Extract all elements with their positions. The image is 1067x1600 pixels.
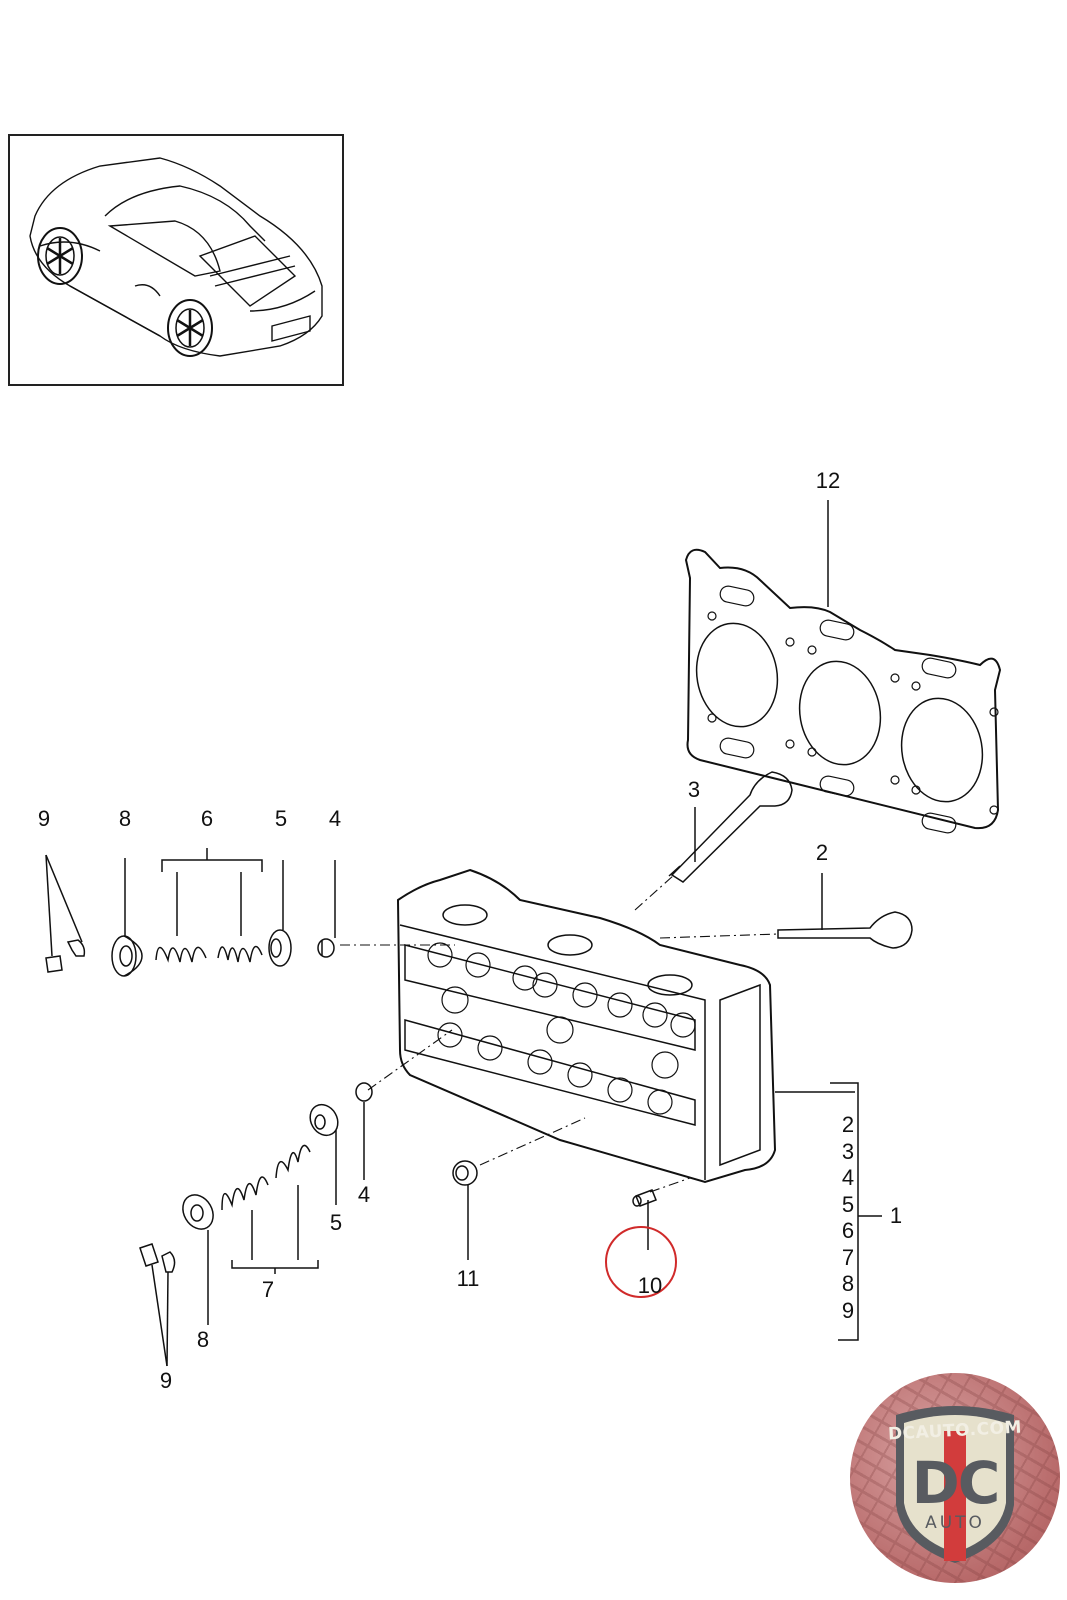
callout-8-lower[interactable]: 8 xyxy=(196,1327,210,1352)
valve-stem-seal-lower[interactable] xyxy=(355,1082,373,1102)
callout-5-upper[interactable]: 5 xyxy=(274,806,288,831)
kit-item: 2 xyxy=(841,1112,855,1137)
intake-valve[interactable] xyxy=(777,911,913,949)
callout-9-upper[interactable]: 9 xyxy=(37,806,51,831)
callout-8-upper[interactable]: 8 xyxy=(118,806,132,831)
dcauto-logo: DCAUTO.COM DC AUTO xyxy=(850,1373,1060,1583)
spring-retainer-upper[interactable] xyxy=(111,935,143,977)
valve-spring-seat-lower[interactable] xyxy=(305,1100,344,1141)
logo-main-text: DC xyxy=(911,1449,1001,1517)
leader-9-lower-b xyxy=(166,1271,169,1367)
callout-11[interactable]: 11 xyxy=(456,1266,480,1291)
front-wheel xyxy=(37,227,83,285)
logo-bottom-text: AUTO xyxy=(925,1513,985,1533)
leader-9-upper-a xyxy=(45,854,53,957)
kit-item: 7 xyxy=(841,1244,855,1270)
callout-5-lower[interactable]: 5 xyxy=(329,1210,343,1235)
kit-item: 3 xyxy=(841,1138,855,1164)
kit-item: 9 xyxy=(841,1297,855,1323)
kit-item: 8 xyxy=(841,1271,855,1296)
dowel-pin[interactable] xyxy=(632,1189,657,1207)
cylinder-head-gasket[interactable] xyxy=(684,548,1002,835)
highlight-circle xyxy=(605,1226,677,1298)
rear-wheel xyxy=(167,299,213,357)
valve-stem-seal-upper[interactable] xyxy=(317,938,335,958)
callout-4-lower[interactable]: 4 xyxy=(357,1182,371,1207)
plug-screw[interactable] xyxy=(452,1160,478,1186)
bracket-6 xyxy=(161,848,263,872)
leader-9-lower-a xyxy=(151,1264,168,1367)
shield-icon xyxy=(896,1406,1014,1563)
kit-item: 4 xyxy=(841,1165,855,1190)
assembly-axis-lines xyxy=(340,874,779,1193)
callout-7[interactable]: 7 xyxy=(261,1277,275,1302)
callout-12[interactable]: 12 xyxy=(815,468,841,493)
valve-springs-upper[interactable] xyxy=(155,945,263,963)
callout-4-upper[interactable]: 4 xyxy=(328,806,342,831)
valve-springs-lower[interactable] xyxy=(221,1144,311,1211)
vehicle-illustration xyxy=(29,157,323,357)
valve-spring-seat-upper[interactable] xyxy=(268,929,292,967)
leader-9-upper-b xyxy=(45,854,83,943)
callout-3[interactable]: 3 xyxy=(687,777,701,802)
valve-keepers-lower[interactable] xyxy=(139,1243,176,1273)
kit-item: 6 xyxy=(841,1218,855,1243)
bracket-7 xyxy=(231,1260,319,1274)
cylinder-head[interactable] xyxy=(396,868,777,1184)
valve-keepers-upper[interactable] xyxy=(45,939,86,973)
kit-item: 5 xyxy=(841,1191,855,1217)
kit-bracket xyxy=(775,1082,882,1341)
callout-9-lower[interactable]: 9 xyxy=(159,1368,173,1393)
kit-contents-list: 2 3 4 5 6 7 8 9 xyxy=(838,1112,858,1324)
callout-6[interactable]: 6 xyxy=(200,806,214,831)
spring-retainer-lower[interactable] xyxy=(177,1189,219,1234)
callout-2[interactable]: 2 xyxy=(815,840,829,865)
vehicle-thumbnail-frame xyxy=(8,134,344,386)
callout-10[interactable]: 10 xyxy=(637,1273,663,1298)
exhaust-valve[interactable] xyxy=(668,771,793,883)
callout-1[interactable]: 1 xyxy=(889,1203,903,1228)
